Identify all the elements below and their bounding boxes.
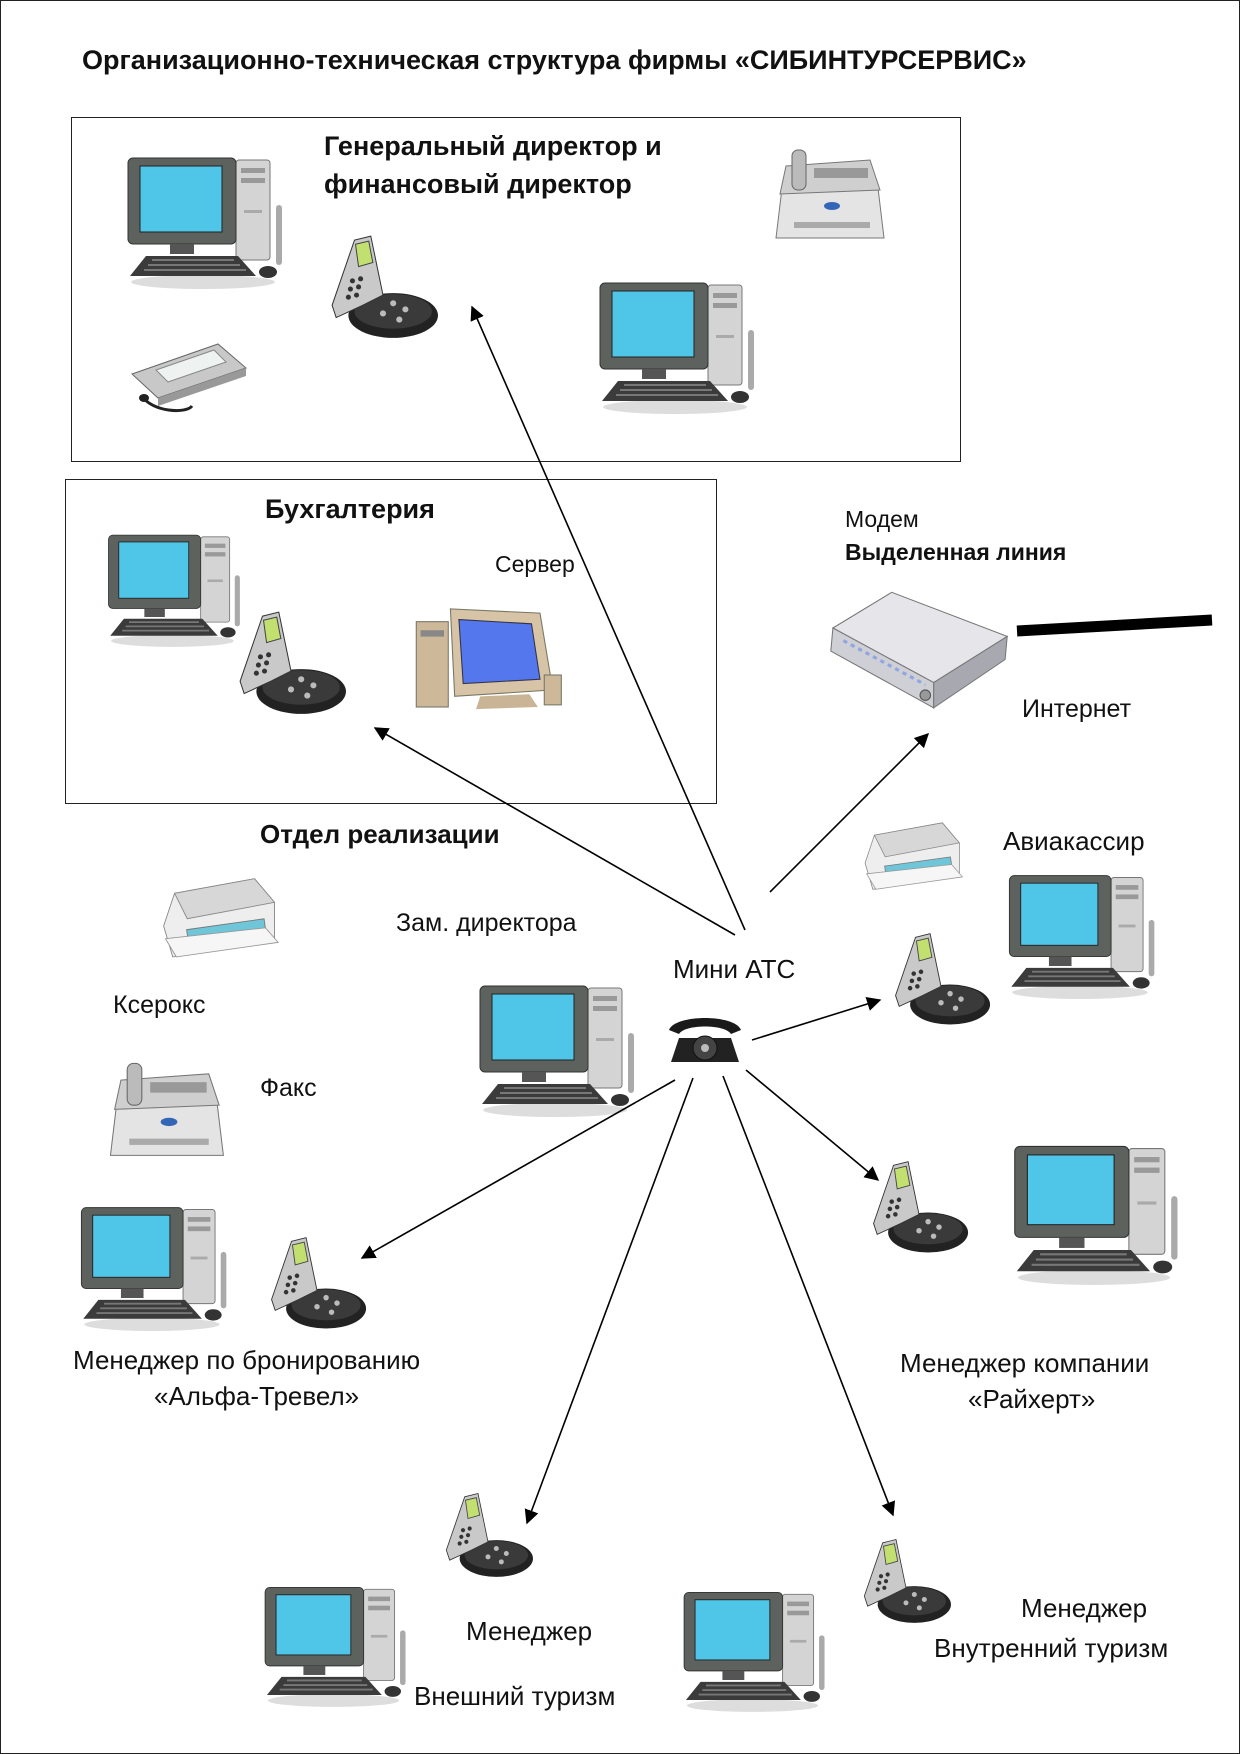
fax-icon bbox=[105, 1055, 233, 1170]
outbound-manager-line1: Менеджер bbox=[466, 1616, 593, 1646]
outbound-manager-line2: Внешний туризм bbox=[414, 1681, 616, 1711]
printer-icon bbox=[858, 812, 968, 897]
rotary-phone-icon[interactable] bbox=[665, 1008, 745, 1068]
modem-icon bbox=[824, 586, 1014, 712]
pbx-label: Мини АТС bbox=[673, 954, 796, 984]
fax-label: Факс bbox=[260, 1074, 317, 1102]
computer-icon bbox=[590, 275, 760, 415]
diagram-title: Организационно-техническая структура фир… bbox=[82, 45, 1027, 75]
booking-manager-line2: «Альфа-Тревел» bbox=[154, 1381, 360, 1411]
phone-icon bbox=[864, 1158, 974, 1258]
accounting-label: Бухгалтерия bbox=[265, 494, 435, 524]
phone-icon bbox=[226, 608, 356, 720]
phone-icon bbox=[856, 1536, 956, 1628]
phone-icon bbox=[318, 232, 448, 344]
inbound-manager-line2: Внутренний туризм bbox=[934, 1633, 1169, 1663]
server-icon bbox=[412, 600, 572, 718]
inbound-manager-line1: Менеджер bbox=[1021, 1593, 1148, 1623]
copier-label: Ксерокс bbox=[113, 991, 206, 1019]
phone-icon bbox=[438, 1490, 538, 1582]
air-cashier-label: Авиакассир bbox=[1003, 826, 1145, 856]
raihert-manager-line2: «Райхерт» bbox=[968, 1384, 1096, 1414]
internet-label: Интернет bbox=[1022, 695, 1132, 723]
phone-icon bbox=[886, 930, 996, 1030]
computer-icon bbox=[256, 1580, 411, 1708]
pda-icon bbox=[122, 336, 262, 416]
computer-icon bbox=[100, 528, 245, 648]
modem-label: Модем bbox=[845, 506, 919, 532]
server-label: Сервер bbox=[495, 551, 575, 577]
sales-department-label: Отдел реализации bbox=[260, 819, 500, 849]
computer-icon bbox=[470, 978, 640, 1118]
directors-label-line1: Генеральный директор и bbox=[324, 131, 662, 161]
deputy-director-label: Зам. директора bbox=[396, 909, 577, 937]
computer-icon bbox=[118, 150, 288, 290]
computer-icon bbox=[1004, 1138, 1184, 1286]
computer-icon bbox=[1000, 868, 1160, 1000]
computer-icon bbox=[72, 1200, 232, 1332]
directors-label-line2: финансовый директор bbox=[324, 169, 632, 199]
printer-icon bbox=[145, 866, 295, 966]
computer-icon bbox=[675, 1585, 830, 1713]
booking-manager-line1: Менеджер по бронированию bbox=[73, 1345, 421, 1375]
phone-icon bbox=[262, 1234, 372, 1334]
fax-icon bbox=[772, 142, 892, 252]
leased-line-label: Выделенная линия bbox=[845, 539, 1067, 565]
raihert-manager-line1: Менеджер компании bbox=[900, 1348, 1150, 1378]
